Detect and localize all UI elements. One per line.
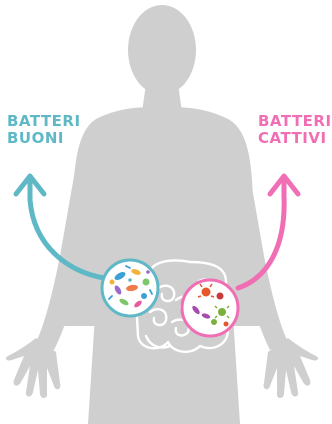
good-bacteria-circle-icon	[102, 260, 158, 316]
bad-bacteria-label-line1: BATTERI	[258, 113, 332, 130]
bad-bacteria-label: BATTERI CATTIVI	[258, 113, 332, 147]
bad-bacteria-label-line2: CATTIVI	[258, 130, 332, 147]
good-bacteria-label-line2: BUONI	[7, 130, 81, 147]
good-bacteria-label: BATTERI BUONI	[7, 113, 81, 147]
bad-bacteria-circle-icon	[182, 280, 238, 336]
good-bacteria-label-line1: BATTERI	[7, 113, 81, 130]
human-silhouette-icon	[6, 5, 318, 424]
